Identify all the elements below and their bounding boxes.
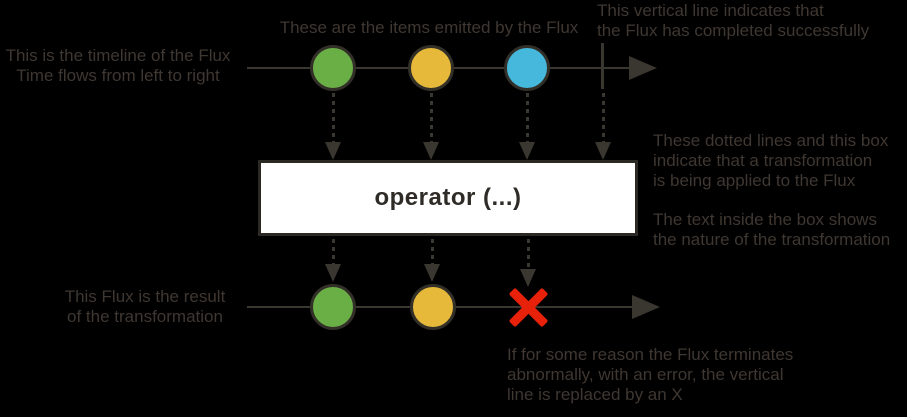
bottom-marble-green: [310, 284, 356, 330]
down-arrow-icon: [519, 142, 535, 160]
bottom-timeline-arrow-icon: [632, 295, 660, 319]
dotted-line: [526, 93, 529, 142]
down-arrow-icon: [424, 264, 440, 282]
emitted-items-note-line1: These are the items emitted by the Flux: [279, 18, 579, 37]
completion-note-line1: This vertical line indicates that: [597, 1, 824, 20]
operator-box-label: operator (...): [374, 184, 522, 211]
result-note: This Flux is the result of the transform…: [38, 287, 252, 327]
top-marble-blue: [504, 45, 550, 91]
top-marble-green: [310, 45, 356, 91]
transformation-note-line2: indicate that a transformation: [653, 151, 873, 170]
box-text-note-line1: The text inside the box shows: [653, 210, 877, 229]
completion-note-line2: the Flux has completed successfully: [597, 21, 870, 40]
transformation-note: These dotted lines and this box indicate…: [653, 131, 903, 191]
down-arrow-icon: [325, 142, 341, 160]
dotted-line: [332, 239, 335, 264]
dotted-line: [602, 93, 605, 142]
completion-line: [601, 43, 604, 89]
result-note-line1: This Flux is the result: [64, 287, 226, 306]
top-timeline-arrow-icon: [629, 56, 657, 80]
bottom-marble-yellow: [410, 284, 456, 330]
error-note-line3: line is replaced by an X: [507, 385, 683, 404]
transformation-note-line1: These dotted lines and this box: [653, 131, 889, 150]
timeline-note-line2: Time flows from left to right: [16, 66, 220, 85]
error-note: If for some reason the Flux terminates a…: [507, 345, 817, 405]
timeline-note: This is the timeline of the Flux Time fl…: [0, 46, 236, 86]
down-arrow-icon: [423, 142, 439, 160]
down-arrow-icon: [520, 269, 536, 287]
box-text-note: The text inside the box shows the nature…: [653, 210, 907, 250]
dotted-line: [431, 239, 434, 264]
dotted-line: [527, 239, 530, 269]
completion-note: This vertical line indicates that the Fl…: [597, 1, 887, 41]
down-arrow-icon: [325, 264, 341, 282]
transformation-note-line3: is being applied to the Flux: [653, 171, 856, 190]
timeline-note-line1: This is the timeline of the Flux: [5, 46, 231, 65]
error-note-line2: abnormally, with an error, the vertical: [507, 365, 784, 384]
dotted-line: [332, 93, 335, 142]
dotted-line: [430, 93, 433, 142]
error-note-line1: If for some reason the Flux terminates: [507, 345, 794, 364]
emitted-items-note: These are the items emitted by the Flux: [264, 18, 594, 38]
error-x-icon: [507, 286, 550, 329]
result-note-line2: of the transformation: [67, 307, 223, 326]
top-marble-yellow: [408, 45, 454, 91]
down-arrow-icon: [595, 142, 611, 160]
box-text-note-line2: the nature of the transformation: [653, 230, 891, 249]
operator-box: operator (...): [258, 160, 638, 236]
